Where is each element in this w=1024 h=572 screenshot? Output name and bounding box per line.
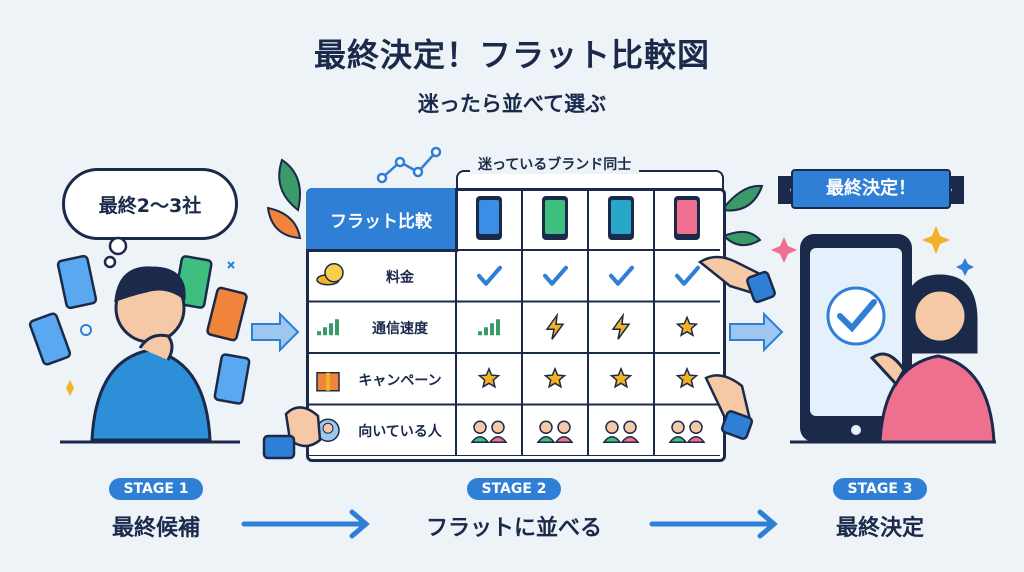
arrow-right-icon (251, 311, 300, 353)
star-icon (675, 315, 699, 337)
gift-ribbon (326, 372, 330, 391)
star-icon (609, 366, 633, 389)
stage-3: STAGE 3 (820, 478, 940, 500)
trend-chart-icon (376, 146, 442, 184)
leaf-decoration (266, 158, 764, 247)
person-body (686, 436, 706, 443)
check-circle-icon (826, 286, 886, 346)
final-ribbon-text: 最終決定！ (826, 178, 916, 199)
row-label: 料金 (386, 269, 414, 286)
check-icon (609, 265, 634, 286)
final-ribbon (778, 169, 964, 209)
brand-phone-screen (479, 200, 499, 234)
stage-2-text: フラットに並べる (425, 516, 602, 541)
page-title: 最終決定！フラット比較図 (313, 36, 710, 74)
person-body (668, 436, 688, 443)
stage-1-text: 最終候補 (111, 516, 200, 541)
brand-group-label: 迷っているブランド同士 (470, 154, 640, 174)
signal-bar (335, 319, 339, 336)
person-head (539, 420, 553, 434)
signal-bar (329, 323, 333, 336)
signal-bar (323, 327, 327, 336)
row-label: 通信速度 (372, 321, 428, 338)
person-body (554, 436, 574, 443)
thought-bubble-text: 最終2〜3社 (98, 194, 202, 217)
signal-bar (496, 319, 500, 336)
sparkle-icon (227, 261, 235, 269)
large-phone (800, 234, 912, 442)
person-body (602, 436, 622, 443)
star-icon (477, 366, 501, 389)
signal-bar (484, 327, 488, 336)
stage-2: STAGE 2 (454, 478, 574, 500)
sparkle-icon (771, 237, 797, 263)
check-icon (543, 265, 568, 286)
stage-2-pill: STAGE 2 (467, 478, 561, 500)
lightning-icon (545, 312, 565, 340)
person-face (322, 422, 334, 434)
person-body (488, 436, 508, 443)
star-icon (543, 366, 567, 389)
person-head (491, 420, 505, 434)
bubble-dot (103, 255, 117, 269)
signal-bar (490, 323, 494, 336)
signal-bar (478, 331, 482, 336)
page-subtitle: 迷ったら並べて選ぶ (417, 92, 607, 116)
brand-phone-screen (611, 200, 631, 234)
person-body (620, 436, 640, 443)
arrow-right-icon (349, 509, 370, 539)
person-head (671, 420, 685, 434)
person-head (689, 420, 703, 434)
sparkle-icon (922, 226, 950, 254)
brand-phone-screen (545, 200, 565, 234)
star-icon (675, 366, 699, 389)
person-head (557, 420, 571, 434)
stage-3-text: 最終決定 (835, 516, 924, 541)
person-body (536, 436, 556, 443)
lightning-icon (611, 312, 631, 340)
sparkle-icon (66, 380, 74, 396)
table-grid (306, 188, 720, 456)
table-head-text: フラット比較 (330, 211, 432, 232)
sparkle-icon (956, 258, 974, 276)
happy-person (869, 274, 996, 444)
person-head (605, 420, 619, 434)
person-head (623, 420, 637, 434)
bubble-dot (108, 236, 128, 256)
check-icon (675, 265, 700, 286)
row-label: キャンペーン (358, 372, 442, 389)
check-icon (837, 299, 877, 333)
arrow-right-icon (729, 311, 784, 353)
signal-bar (317, 331, 321, 336)
sleeve (262, 270, 776, 460)
stage-1: STAGE 1 (96, 478, 216, 500)
floating-phones (28, 254, 251, 405)
thought-bubble: 最終2〜3社 (62, 168, 238, 240)
coin-icon (324, 263, 344, 283)
stage-3-pill: STAGE 3 (833, 478, 927, 500)
person-head (473, 420, 487, 434)
person-body (470, 436, 490, 443)
sparkle-icon (80, 324, 92, 336)
arrow-right-icon (757, 509, 778, 539)
brand-phone-screen (677, 200, 697, 234)
stage-1-pill: STAGE 1 (109, 478, 203, 500)
row-label: 向いている人 (358, 424, 442, 441)
check-icon (477, 265, 502, 286)
thinking-person (90, 266, 212, 442)
